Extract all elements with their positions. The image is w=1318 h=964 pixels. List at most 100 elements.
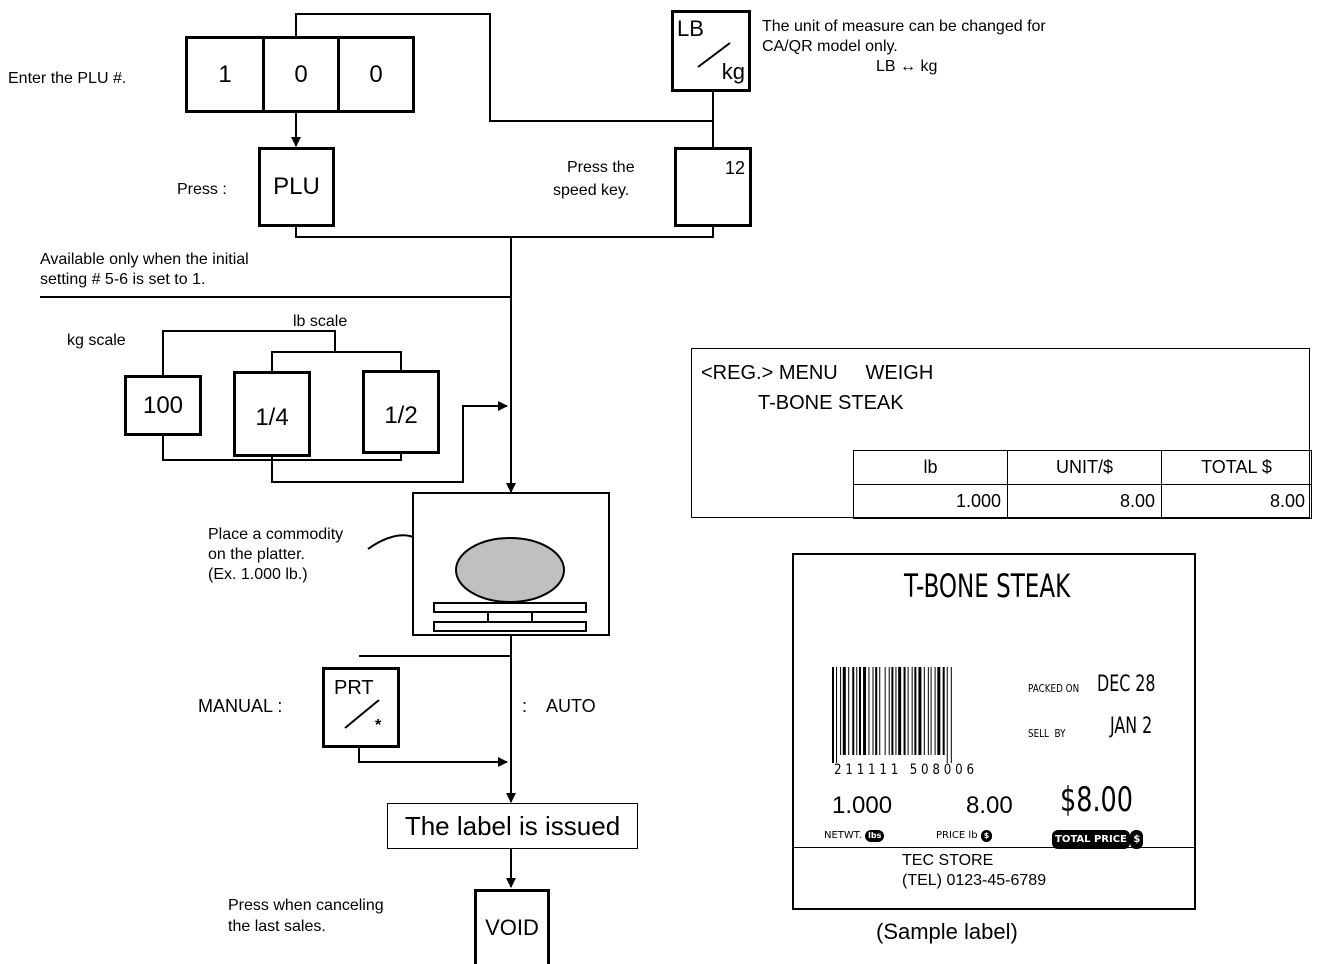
barcode-bar [908,667,909,755]
barcode-bar [863,667,866,755]
kg-scale-label: kg scale [67,331,126,350]
price-label: PRICE [936,830,965,841]
barcode-bar [875,667,877,755]
press-instruction: Press : [177,180,227,199]
key-quarter-label: 1/4 [255,404,288,432]
barcode-bar [852,667,854,755]
price-group: PRICE lb $ [936,830,992,842]
header-unit-price: UNIT/$ [1008,451,1162,485]
barcode-bar [879,667,880,755]
barcode-icon [830,667,1000,763]
store-tel: (TEL) 0123-45-6789 [902,871,1046,890]
print-slash-icon [325,670,399,746]
scale-drawing [413,493,609,635]
netwt-label: NETWT. [824,830,862,841]
barcode-bar [859,667,861,755]
enter-plu-instruction: Enter the PLU #. [8,69,126,88]
display-table-value-row: 1.000 8.00 8.00 [854,485,1312,519]
barcode-bar [898,667,901,755]
packed-on-value: DEC 28 [1097,672,1155,698]
value-total: 8.00 [1162,485,1312,519]
barcode-bar [885,667,886,755]
void-note-line2: the last sales. [228,917,326,936]
digit-0-label: 0 [294,61,307,89]
display-mode-line: <REG.> MENU WEIGH [701,361,933,385]
barcode-bar [935,667,936,755]
unit-note-line1: The unit of measure can be changed for [762,17,1046,36]
key-half[interactable]: 1/2 [362,370,440,454]
label-weight: 1.000 [832,792,892,820]
digit-0-key[interactable]: 0 [262,36,340,113]
barcode-bar [868,667,869,755]
barcode-bar [873,667,874,755]
total-price-badge-wrap: TOTAL PRICE $ [1052,828,1143,849]
barcode-bar [832,667,834,763]
digit-0-key-second[interactable]: 0 [337,36,415,113]
place-commodity-line2: on the platter. [208,545,305,564]
sample-label-caption: (Sample label) [876,919,1018,945]
label-unit-price: 8.00 [966,792,1013,820]
unit-kg-label: kg [722,59,745,85]
barcode-bar [914,667,916,755]
place-commodity-line3: (Ex. 1.000 lb.) [208,565,308,584]
digit-1-key[interactable]: 1 [185,36,265,113]
barcode-bar [843,667,846,755]
place-commodity-line1: Place a commodity [208,525,343,544]
speed-key[interactable]: 12 [674,147,752,227]
unit-toggle-key[interactable]: LB kg [671,10,751,92]
price-unit: lb [968,830,977,841]
digit-1-label: 1 [218,61,231,89]
header-total: TOTAL $ [1162,451,1312,485]
digit-0-second-label: 0 [369,61,382,89]
barcode-bar [931,667,932,755]
sell-by-value: JAN 2 [1110,714,1152,740]
barcode-bar [943,667,945,755]
print-star-label: * [375,717,381,735]
netwt-badge: lbs [865,830,884,842]
barcode-bar [918,667,921,755]
label-total-price: $8.00 [1060,780,1133,820]
unit-note-line3: LB ↔ kg [876,57,937,76]
barcode-bar [924,667,925,755]
barcode-bar [895,667,896,755]
lb-scale-label: lb scale [293,312,347,331]
barcode-bar [947,667,948,763]
barcode-bar [840,667,841,755]
unit-note-line2: CA/QR model only. [762,37,898,56]
sample-label: T-BONE STEAK 2 1 1 1 1 1 5 0 8 0 0 6 PAC… [792,553,1196,910]
barcode-bar [836,667,837,763]
speed-key-label: 12 [725,158,745,179]
value-unit-price: 8.00 [1008,485,1162,519]
key-100[interactable]: 100 [124,375,202,436]
plu-key[interactable]: PLU [258,147,335,227]
sell-by-label: SELL BY [1028,727,1065,740]
barcode-bar [848,667,849,755]
plu-key-label: PLU [273,173,320,201]
key-half-label: 1/2 [384,402,417,430]
auto-label: : AUTO [522,697,596,716]
barcode-bar [937,667,940,755]
barcode-bar [891,667,893,755]
void-key[interactable]: VOID [474,889,550,964]
manual-label: MANUAL : [198,697,282,716]
barcode-bar [889,667,890,755]
press-speed-line1: Press the [567,158,635,177]
packed-on-label: PACKED ON [1028,682,1079,695]
print-key[interactable]: PRT * [322,667,400,748]
barcode-bar [928,667,929,755]
store-name: TEC STORE [902,851,993,870]
label-issued-box: The label is issued [387,803,638,849]
display-table: lb UNIT/$ TOTAL $ 1.000 8.00 8.00 [853,450,1312,519]
price-currency-badge: $ [981,830,993,842]
header-weight: lb [854,451,1008,485]
barcode-bar [856,667,857,755]
value-weight: 1.000 [854,485,1008,519]
press-speed-line2: speed key. [553,181,629,200]
label-issued-text: The label is issued [405,811,620,842]
display-table-header-row: lb UNIT/$ TOTAL $ [854,451,1312,485]
barcode-bar [904,667,906,755]
key-quarter[interactable]: 1/4 [233,371,311,457]
available-note-line2: setting # 5-6 is set to 1. [40,270,205,289]
barcode-number: 2 1 1 1 1 1 5 0 8 0 0 6 [834,762,974,778]
display-item-name: T-BONE STEAK [758,391,904,415]
